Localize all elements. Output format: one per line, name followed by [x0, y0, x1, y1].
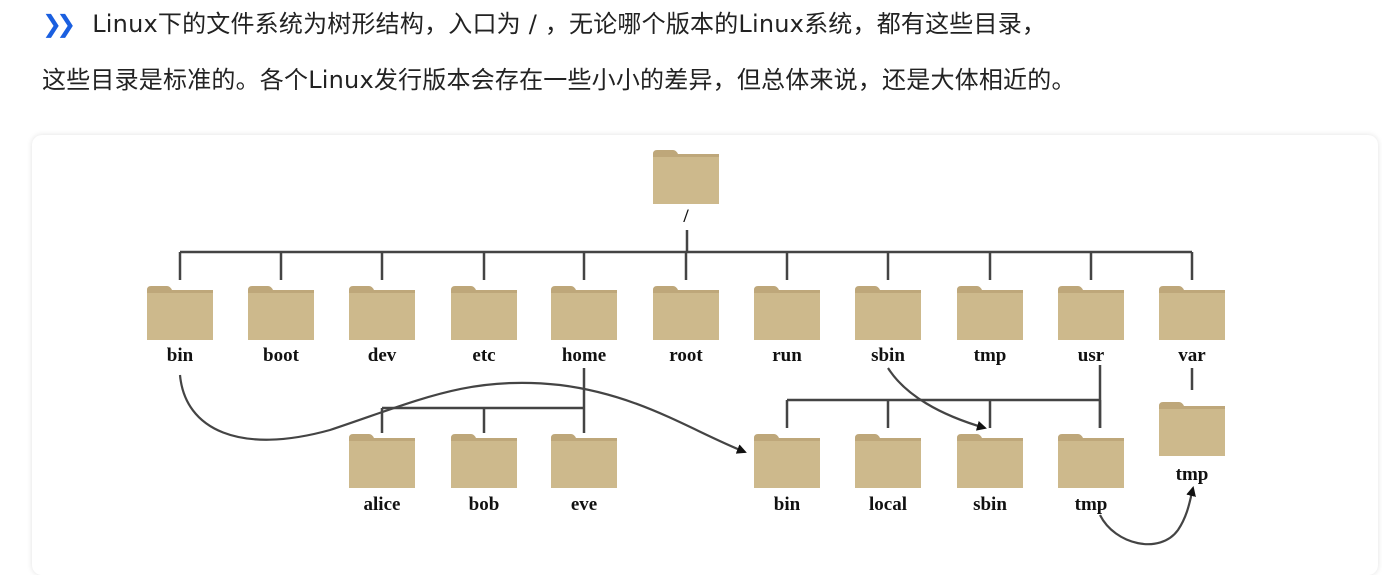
folder-dev: dev — [349, 286, 415, 366]
folder-usr-bin: bin — [754, 434, 820, 515]
folder-usr-local: local — [855, 434, 921, 515]
intro-line-1: ❯❯Linux下的文件系统为树形结构，入口为 / ，无论哪个版本的Linux系统… — [42, 4, 1046, 39]
folder-home: home — [551, 286, 617, 366]
folder-sbin: sbin — [855, 286, 921, 366]
filesystem-tree-diagram: / bin boot dev etc home root run sbin tmp usr var al… — [147, 150, 1225, 546]
folder-home-eve: eve — [551, 434, 617, 515]
folder-boot: boot — [248, 286, 314, 366]
folder-label: usr — [1078, 345, 1105, 366]
folder-icon — [653, 157, 719, 204]
folder-icon — [855, 441, 921, 488]
folder-icon — [551, 293, 617, 340]
folder-bin: bin — [147, 286, 213, 366]
folder-label: home — [562, 345, 606, 366]
folder-icon — [248, 293, 314, 340]
intro-text-1: Linux下的文件系统为树形结构，入口为 / ，无论哪个版本的Linux系统，都… — [92, 10, 1047, 38]
folder-label: local — [869, 494, 907, 515]
folder-home-alice: alice — [349, 434, 415, 515]
folder-label: bin — [774, 494, 801, 515]
folder-label: bob — [469, 494, 500, 515]
folder-root: / — [653, 150, 719, 227]
folder-label: tmp — [1176, 464, 1209, 485]
folder-label: tmp — [974, 345, 1007, 366]
folder-label: eve — [571, 494, 597, 515]
folder-label: / — [682, 206, 689, 227]
intro-line-2: 这些目录是标准的。各个Linux发行版本会存在一些小小的差异，但总体来说，还是大… — [42, 66, 1076, 94]
folder-icon — [451, 293, 517, 340]
folder-icon — [349, 293, 415, 340]
folder-label: alice — [364, 494, 401, 515]
folder-label: etc — [472, 345, 495, 366]
folder-icon — [1159, 409, 1225, 456]
symlink-arrow-bin — [178, 374, 747, 454]
folder-icon — [1058, 441, 1124, 488]
folder-icon — [754, 441, 820, 488]
folder-icon — [653, 293, 719, 340]
folder-icon — [1058, 293, 1124, 340]
folder-root: root — [653, 286, 719, 366]
folder-icon — [957, 441, 1023, 488]
folder-var: var — [1159, 286, 1225, 366]
folder-icon — [451, 441, 517, 488]
folder-label: run — [772, 345, 802, 366]
diagram-card — [32, 135, 1378, 575]
folder-usr: usr — [1058, 286, 1124, 366]
folder-icon — [1159, 293, 1225, 340]
folder-label: bin — [167, 345, 194, 366]
folder-icon — [551, 441, 617, 488]
symlink-arrow-tmp — [1099, 486, 1196, 546]
folder-label: sbin — [973, 494, 1007, 515]
folder-label: tmp — [1075, 494, 1108, 515]
folder-run: run — [754, 286, 820, 366]
folder-var-tmp: tmp — [1159, 402, 1225, 485]
symlink-arrow-sbin — [887, 367, 987, 431]
folder-icon — [957, 293, 1023, 340]
folder-label: dev — [368, 345, 397, 366]
folder-tmp: tmp — [957, 286, 1023, 366]
folder-label: sbin — [871, 345, 905, 366]
folder-usr-tmp: tmp — [1058, 434, 1124, 515]
folder-home-bob: bob — [451, 434, 517, 515]
folder-icon — [855, 293, 921, 340]
folder-label: boot — [263, 345, 300, 366]
folder-icon — [147, 293, 213, 340]
folder-usr-sbin: sbin — [957, 434, 1023, 515]
folder-icon — [349, 441, 415, 488]
folder-label: var — [1178, 345, 1206, 366]
folder-etc: etc — [451, 286, 517, 366]
folder-label: root — [669, 345, 703, 366]
folder-icon — [754, 293, 820, 340]
